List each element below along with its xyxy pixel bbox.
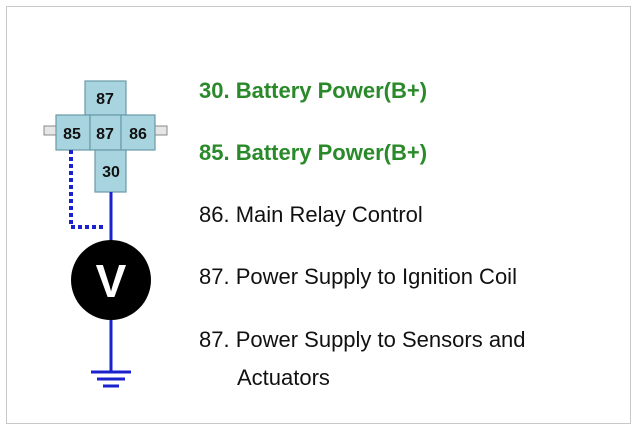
relay-pin-bottom [94, 149, 127, 193]
relay-pin-left [55, 114, 91, 151]
relay-pin-right [120, 114, 156, 151]
voltmeter-label: V [96, 255, 127, 307]
legend-item-30: 30. Battery Power(B+) [199, 78, 428, 103]
legend-item-85: 85. Battery Power(B+) [199, 140, 428, 165]
relay-left-tab [43, 125, 57, 136]
legend-item-87-coil: 87. Power Supply to Ignition Coil [199, 264, 517, 289]
relay-right-tab [154, 125, 168, 136]
pin-label-bottom: 30 [102, 164, 120, 181]
dotted-wire-85 [69, 150, 106, 229]
pin-label-center: 87 [96, 126, 114, 143]
legend-item-86: 86. Main Relay Control [199, 202, 423, 227]
pin-label-right: 86 [129, 126, 147, 143]
voltmeter-icon [71, 240, 151, 320]
relay-pin-center [89, 114, 122, 151]
relay-pin-top [84, 80, 127, 116]
pin-label-top: 87 [96, 91, 114, 108]
pin-label-left: 85 [63, 126, 81, 143]
legend-item-87-sensors-text: 87. Power Supply to Sensors and [199, 327, 526, 352]
legend-item-87-sensors: 87. Power Supply to Sensors and Actuator… [199, 327, 526, 391]
legend-item-87-sensors-continuation: Actuators [237, 365, 330, 390]
ground-icon [91, 370, 131, 388]
